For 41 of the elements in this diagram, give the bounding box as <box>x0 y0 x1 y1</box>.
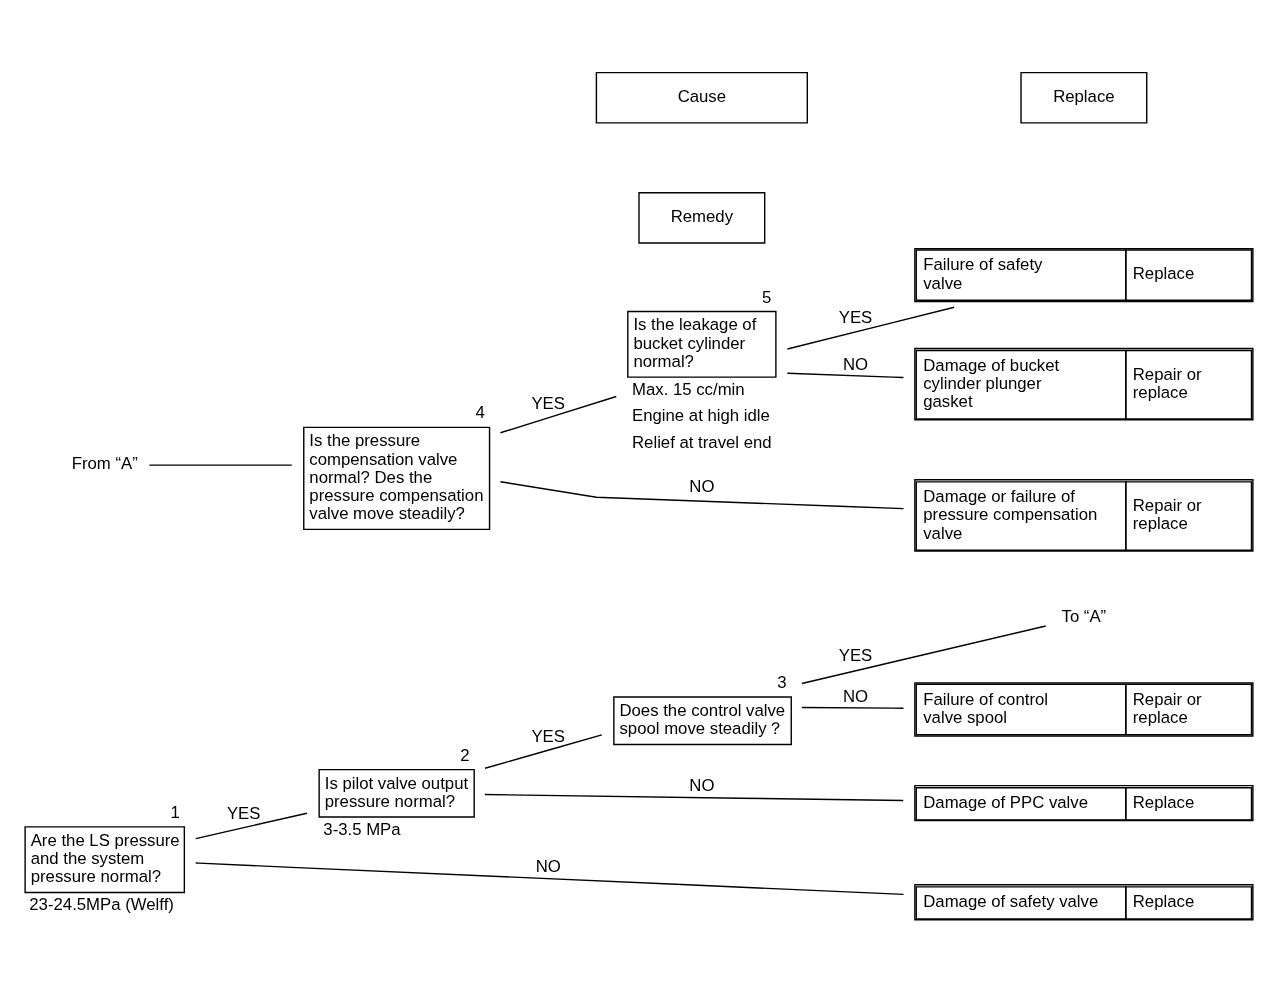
node-label: Max. 15 cc/min <box>632 379 745 399</box>
node-label: Engine at high idle <box>632 405 770 425</box>
edge-label: YES <box>838 645 873 665</box>
edge-label: NO <box>842 354 869 374</box>
edge-label: YES <box>838 307 873 327</box>
node-box: Are the LS pressure and the system pressure normal? <box>24 825 186 893</box>
node-text: From “A” <box>71 453 138 473</box>
edge-label: NO <box>689 476 715 496</box>
connector <box>499 480 905 509</box>
edge-label: YES <box>531 726 565 746</box>
connector <box>801 624 1047 684</box>
node-label: 5 <box>761 287 772 306</box>
connector <box>195 861 905 895</box>
connector <box>499 395 617 433</box>
node-text: To “A” <box>1061 606 1107 626</box>
label: Cause <box>677 86 727 106</box>
node-box: Does the control valve spool move steadily？ <box>613 695 792 745</box>
node-label: 2 <box>460 745 470 765</box>
edge-label: YES <box>226 803 261 823</box>
node-label: 4 <box>475 402 485 422</box>
edge-label: NO <box>535 856 561 876</box>
connector <box>484 733 603 769</box>
node-label: 1 <box>170 802 180 822</box>
edge-label: NO <box>689 775 715 795</box>
connector <box>786 306 955 350</box>
node-box: Is the leakage of bucket cylinder normal? <box>627 310 777 378</box>
node-label: 3 <box>777 672 787 692</box>
edge-label: NO <box>842 686 869 706</box>
connector <box>195 812 308 839</box>
connector <box>148 463 293 466</box>
node-box: Is pilot valve output pressure normal? <box>318 768 475 818</box>
connector <box>484 793 904 801</box>
node-label: Relief at travel end <box>632 432 772 452</box>
connector <box>786 372 905 378</box>
node-label: 23-24.5MPa (Welff) <box>29 894 174 914</box>
label: Replace <box>1053 86 1115 106</box>
node-box: Is the pressure compensation valve normal? Des the pressure compensation valve move steadily? <box>303 426 491 530</box>
label: Remedy <box>670 206 734 226</box>
node-label: 3-3.5 MPa <box>323 819 401 839</box>
connector <box>801 706 905 709</box>
edge-label: YES <box>531 393 565 413</box>
